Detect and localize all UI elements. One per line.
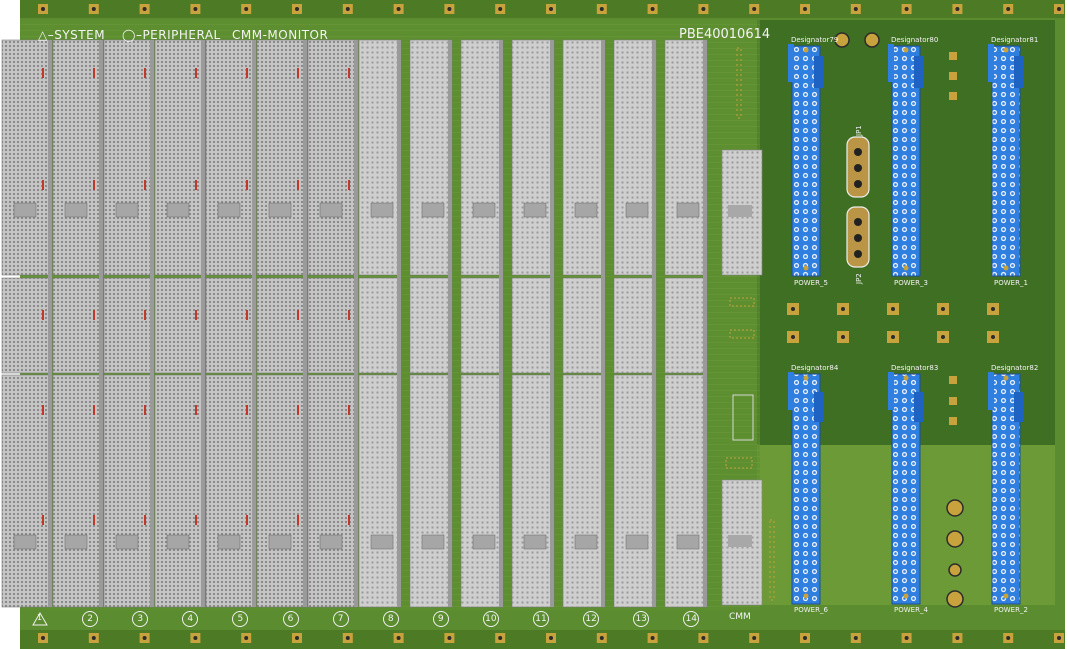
slot-number-8: 8	[382, 611, 399, 627]
legend-system-label: SYSTEM	[54, 28, 106, 42]
power-connectors	[788, 44, 1024, 605]
slot-connector-8	[358, 39, 402, 608]
header-pins	[725, 47, 775, 601]
slot-number-11: 11	[533, 611, 549, 627]
designator-82: Designator82	[991, 364, 1039, 372]
slot-number-2: 2	[82, 611, 99, 627]
slot-connector-11	[511, 39, 555, 608]
slot-number-4: 4	[182, 611, 199, 627]
small-pad	[949, 376, 957, 384]
power-5-label: POWER_5	[794, 279, 828, 287]
circle-icon: ◯	[122, 28, 136, 42]
slot-number-14: 14	[683, 611, 700, 627]
designator-81: Designator81	[991, 36, 1039, 44]
slot-connector-2	[52, 39, 104, 608]
small-pad	[949, 397, 957, 405]
slot-connector-14	[664, 39, 708, 608]
slot-connector-1	[1, 39, 53, 608]
power-6-label: POWER_6	[794, 606, 828, 614]
slot-number-13: 13	[633, 611, 650, 627]
bottom-mounting-pads	[38, 633, 1064, 643]
slot-number-10: 10	[482, 611, 499, 627]
small-pad	[949, 52, 957, 60]
power-connector-bottom-3	[988, 372, 1024, 605]
slot-connector-13	[613, 39, 657, 608]
slot-number-7: 7	[332, 611, 349, 627]
part-number: PBE40010614	[679, 27, 771, 42]
small-pad	[949, 417, 957, 425]
slot-connector-3	[103, 39, 155, 608]
slot-number-3: 3	[132, 611, 149, 627]
jp2-label: JP2	[855, 273, 863, 284]
jumper-jp1	[846, 136, 870, 198]
legend-peripheral-label: PERIPHERAL	[142, 28, 221, 42]
designator-83: Designator83	[891, 364, 939, 372]
designator-80: Designator80	[891, 36, 939, 44]
slot-connector-6	[256, 39, 308, 608]
slot-connectors	[1, 39, 708, 608]
slot-number: 1	[37, 613, 43, 622]
small-pad	[949, 72, 957, 80]
slot-connector-4	[154, 39, 206, 608]
power-connector-top-3	[988, 44, 1024, 277]
slot-connector-9	[409, 39, 453, 608]
slot-number-5: 5	[232, 611, 249, 627]
slot-connector-10	[460, 39, 504, 608]
small-pad	[949, 92, 957, 100]
legend-system: △–SYSTEM	[38, 28, 106, 42]
legend-peripheral: ◯–PERIPHERAL	[122, 28, 221, 42]
slot-number-6: 6	[282, 611, 299, 627]
power-connector-top-2	[888, 44, 924, 277]
slot-connector-7	[307, 39, 359, 608]
slot-number-9: 9	[432, 611, 449, 627]
jumper-jp2	[846, 206, 870, 268]
power-3-label: POWER_3	[894, 279, 928, 287]
power-4-label: POWER_4	[894, 606, 928, 614]
cmm-connector	[721, 149, 763, 606]
mounting-holes	[834, 32, 964, 608]
power-2-label: POWER_2	[994, 606, 1028, 614]
power-connector-bottom-2	[888, 372, 924, 605]
top-mounting-pads	[38, 4, 1064, 14]
square-pads	[787, 52, 999, 425]
power-connector-bottom-1	[788, 372, 824, 605]
slot-connector-12	[562, 39, 606, 608]
power-1-label: POWER_1	[994, 279, 1028, 287]
designator-79: Designator79	[791, 36, 839, 44]
designator-84: Designator84	[791, 364, 839, 372]
power-connector-top-1	[788, 44, 824, 277]
slot-1-system-marker: 1	[32, 611, 48, 626]
legend-cmm: CMM-MONITOR	[232, 28, 329, 42]
triangle-icon: △	[38, 28, 48, 42]
slot-number-12: 12	[583, 611, 600, 627]
jp1-label: JP1	[855, 125, 863, 136]
cmm-slot-label: CMM	[729, 612, 751, 622]
slot-connector-5	[205, 39, 257, 608]
